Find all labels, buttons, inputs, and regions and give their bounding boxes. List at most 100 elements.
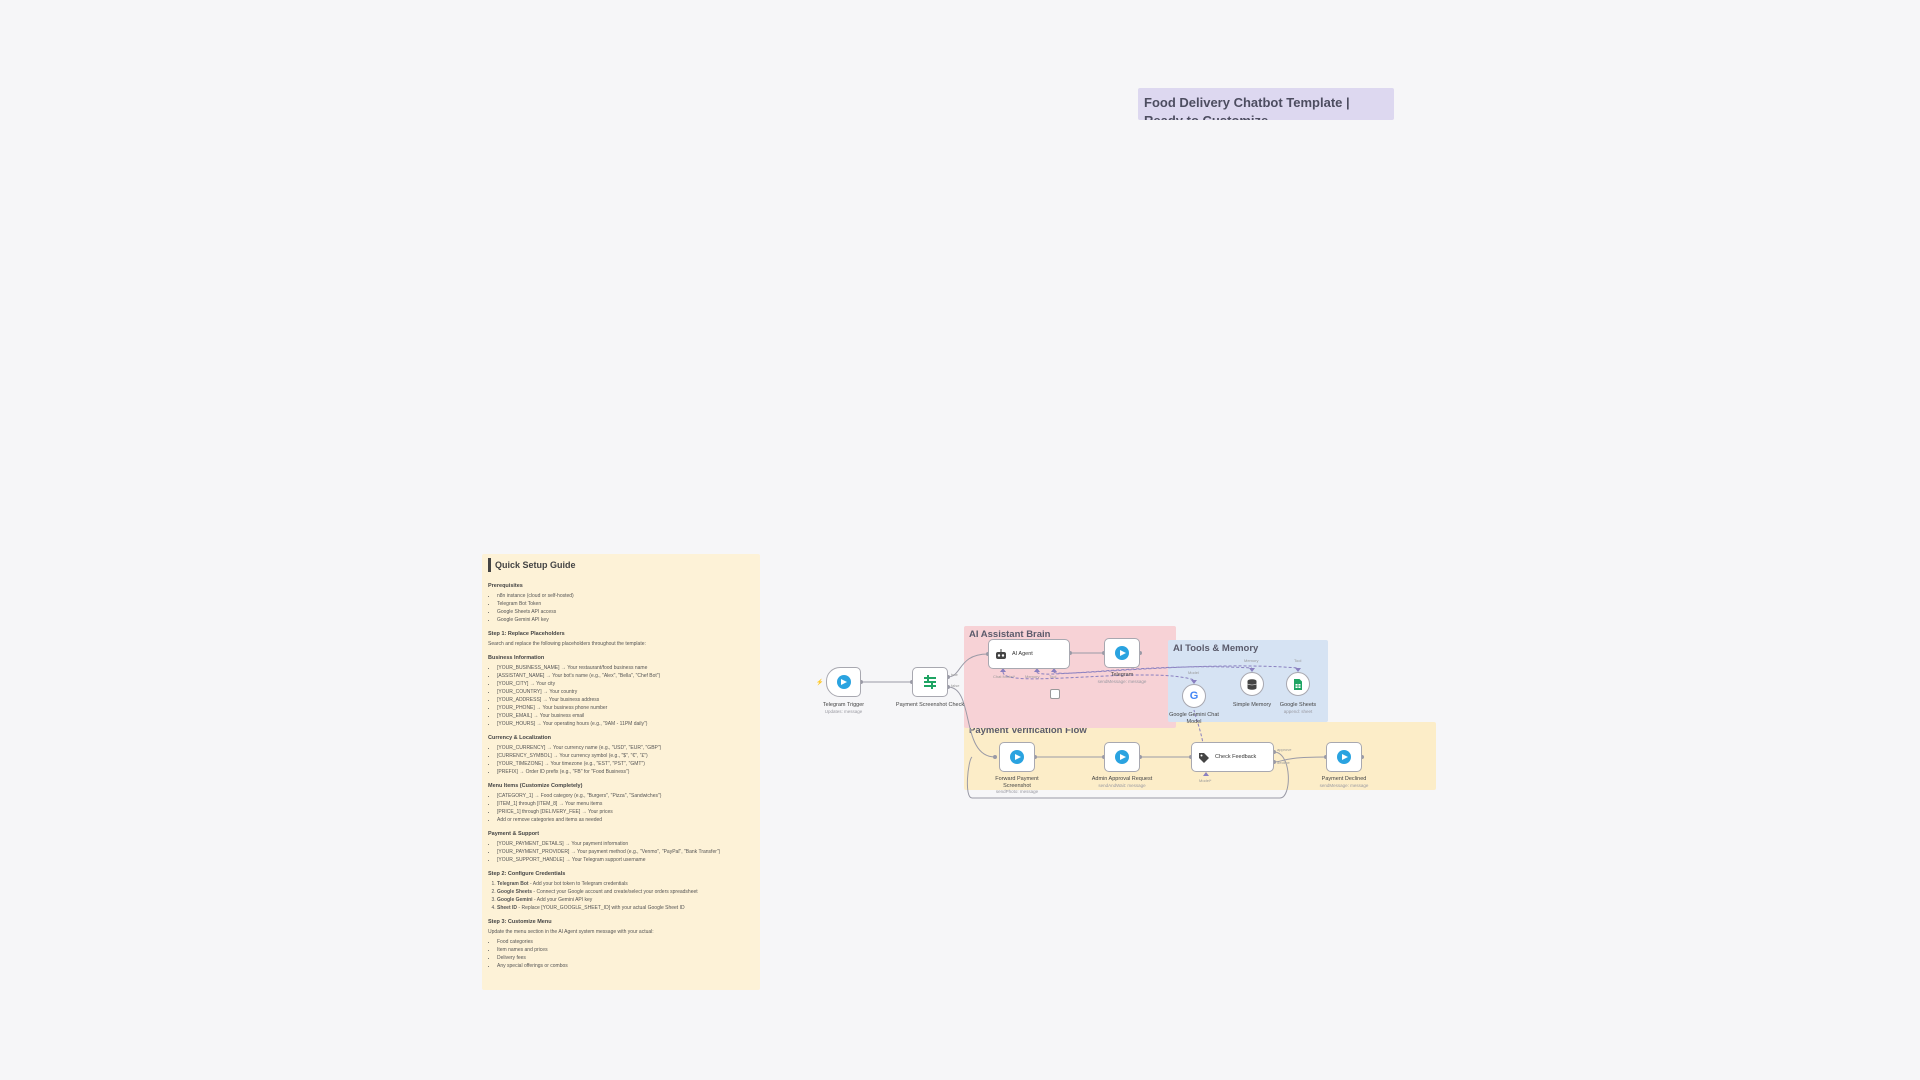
port-label-tool: Tool xyxy=(1049,674,1057,679)
payment-check-caption: Payment Screenshot Check xyxy=(895,702,965,709)
port-label-model: Model* xyxy=(1199,778,1212,783)
check-feedback-node[interactable]: Check Feedback xyxy=(1191,742,1274,772)
google-sheets-caption: Google Sheets append: sheet xyxy=(1268,702,1328,714)
google-sheets-icon xyxy=(1294,678,1302,690)
port-label-approve: approve xyxy=(1277,747,1292,752)
port-label-model: Model xyxy=(1188,670,1199,675)
guide-list: [CATEGORY_1] → Food category (e.g., "Bur… xyxy=(488,792,754,824)
payment-declined-caption: Payment Declined sendMessage: message xyxy=(1309,776,1379,788)
guide-item: Telegram Bot - Add your bot token to Tel… xyxy=(497,880,754,888)
guide-item: Telegram Bot Token xyxy=(497,600,754,608)
port-label-decline: decline xyxy=(1277,760,1290,765)
guide-item: n8n instance (cloud or self-hosted) xyxy=(497,592,754,600)
gemini-caption: Google Gemini Chat Model xyxy=(1162,712,1226,725)
telegram-send-node[interactable] xyxy=(1104,638,1140,668)
guide-item: [YOUR_TIMEZONE] → Your timezone (e.g., "… xyxy=(497,760,754,768)
payment-declined-node[interactable] xyxy=(1326,742,1362,772)
guide-item: Add or remove categories and items as ne… xyxy=(497,816,754,824)
guide-item: Google Gemini - Add your Gemini API key xyxy=(497,896,754,904)
guide-item-text: - Connect your Google account and create… xyxy=(532,889,698,895)
connection-check-true-to-agent xyxy=(947,653,989,678)
guide-text: Update the menu section in the AI Agent … xyxy=(488,929,654,935)
guide-heading: Menu Items (Customize Completely) xyxy=(488,783,583,789)
telegram-icon xyxy=(836,675,851,689)
connection-check-false-to-forward xyxy=(947,686,996,758)
forward-payment-caption: Forward Payment Screenshot sendPhoto: me… xyxy=(982,776,1052,795)
guide-item: [YOUR_EMAIL] → Your business email xyxy=(497,712,754,720)
guide-heading: Business Information xyxy=(488,655,545,661)
robot-icon xyxy=(996,648,1006,659)
guide-item: [YOUR_SUPPORT_HANDLE] → Your Telegram su… xyxy=(497,856,754,864)
guide-item: [PRICE_1] through [DELIVERY_FEE] → Your … xyxy=(497,808,754,816)
node-subtitle: Updates: message xyxy=(824,708,863,714)
guide-item: Delivery fees xyxy=(497,954,754,962)
guide-heading: Step 3: Customize Menu xyxy=(488,919,552,925)
guide-item: [PREFIX] → Order ID prefix (e.g., "FB" f… xyxy=(497,768,754,776)
payment-screenshot-check-node[interactable] xyxy=(912,667,948,697)
guide-item: Item names and prices xyxy=(497,946,754,954)
port-label-true: true xyxy=(951,672,958,677)
guide-list: [YOUR_BUSINESS_NAME] → Your restaurant/f… xyxy=(488,664,754,728)
connection-decline-to-declined xyxy=(1273,756,1327,763)
guide-item: [YOUR_CURRENCY] → Your currency name (e.… xyxy=(497,744,754,752)
svg-text:⚡: ⚡ xyxy=(816,678,823,686)
node-label: Telegram Trigger xyxy=(822,702,865,708)
guide-item: Sheet ID - Replace [YOUR_GOOGLE_SHEET_ID… xyxy=(497,904,754,912)
guide-heading: Step 2: Configure Credentials xyxy=(488,871,566,877)
forward-payment-screenshot-node[interactable] xyxy=(999,742,1035,772)
guide-heading: Currency & Localization xyxy=(488,735,551,741)
node-label: Google Sheets xyxy=(1279,702,1317,708)
simple-memory-node[interactable] xyxy=(1240,672,1264,696)
connection-tool-to-sheets xyxy=(1053,665,1299,674)
node-label: Simple Memory xyxy=(1232,702,1272,708)
telegram-icon xyxy=(1010,750,1024,764)
node-label: Telegram xyxy=(1110,672,1134,678)
guide-item-bold: Google Gemini xyxy=(497,897,533,903)
guide-list: [YOUR_PAYMENT_DETAILS] → Your payment in… xyxy=(488,840,754,864)
node-label: Google Gemini Chat Model xyxy=(1169,712,1219,725)
guide-item: Food categories xyxy=(497,938,754,946)
guide-item: [YOUR_HOURS] → Your operating hours (e.g… xyxy=(497,720,754,728)
database-icon xyxy=(1247,678,1257,690)
telegram-icon xyxy=(1115,750,1129,764)
port-label-memory: Memory xyxy=(1244,658,1259,663)
guide-item: Google Sheets - Connect your Google acco… xyxy=(497,888,754,896)
group-tools-label: AI Tools & Memory xyxy=(1173,643,1259,654)
guide-item: [YOUR_BUSINESS_NAME] → Your restaurant/f… xyxy=(497,664,754,672)
tag-icon xyxy=(1199,752,1209,763)
node-label: Admin Approval Request xyxy=(1091,776,1153,782)
telegram-icon xyxy=(1115,646,1129,660)
connection-model-to-gemini xyxy=(1002,671,1195,681)
node-subtitle: sendPhoto: message xyxy=(995,789,1039,794)
guide-item-text: - Add your Gemini API key xyxy=(532,897,593,903)
guide-item-bold: Google Sheets xyxy=(497,889,533,895)
guide-item-bold: Sheet ID xyxy=(497,905,518,911)
guide-item: [CATEGORY_1] → Food category (e.g., "Bur… xyxy=(497,792,754,800)
guide-item: [YOUR_CITY] → Your city xyxy=(497,680,754,688)
admin-approval-request-node[interactable] xyxy=(1104,742,1140,772)
google-gemini-node[interactable]: G xyxy=(1182,684,1206,708)
telegram-send-caption: Telegram sendMessage: message xyxy=(1087,672,1157,684)
admin-approval-caption: Admin Approval Request sendAndWait: mess… xyxy=(1084,776,1160,788)
guide-item-text: - Replace [YOUR_GOOGLE_SHEET_ID] with yo… xyxy=(517,905,685,911)
google-sheets-node[interactable] xyxy=(1286,672,1310,696)
ai-agent-node[interactable]: AI Agent xyxy=(988,639,1070,669)
guide-item: Any special offerings or combos xyxy=(497,962,754,970)
port-label-tool: Tool xyxy=(1294,658,1302,663)
guide-item: [YOUR_ADDRESS] → Your business address xyxy=(497,696,754,704)
guide-ordered-list: Telegram Bot - Add your bot token to Tel… xyxy=(488,880,754,912)
guide-item: [YOUR_PAYMENT_DETAILS] → Your payment in… xyxy=(497,840,754,848)
node-subtitle: sendMessage: message xyxy=(1319,782,1369,788)
port-label-memory: Memory xyxy=(1025,674,1040,679)
guide-item-text: - Add your bot token to Telegram credent… xyxy=(528,881,628,887)
workflow-title-note[interactable]: Food Delivery Chatbot Template | Ready t… xyxy=(1138,88,1394,120)
add-tool-button[interactable] xyxy=(1050,689,1060,699)
setup-guide-note[interactable]: Quick Setup Guide Prerequisites n8n inst… xyxy=(482,554,760,990)
node-subtitle: append: sheet xyxy=(1283,708,1313,714)
telegram-trigger-node[interactable] xyxy=(826,667,861,697)
node-label: Payment Screenshot Check xyxy=(895,702,965,708)
group-payment-label: Payment Verification Flow xyxy=(969,725,1087,736)
guide-item-bold: Telegram Bot xyxy=(497,881,529,887)
port-label-chat-model: Chat Model* xyxy=(993,674,1016,679)
